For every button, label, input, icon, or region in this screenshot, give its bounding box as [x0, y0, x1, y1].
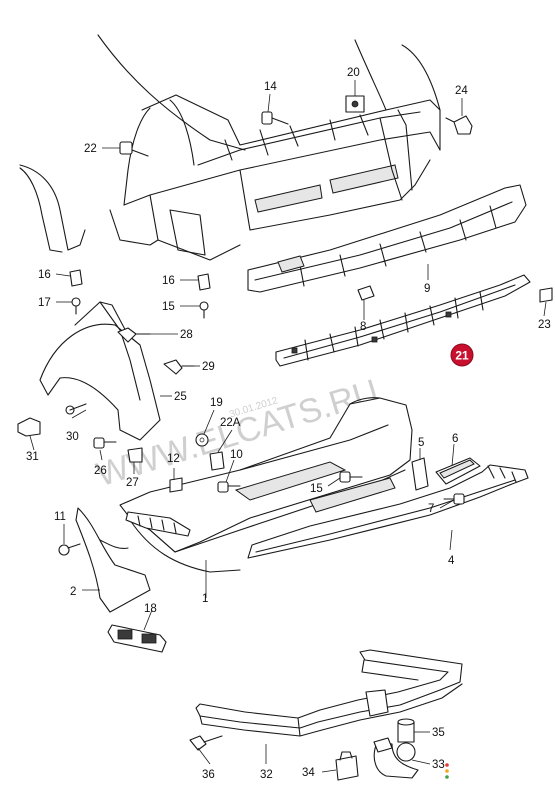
clip-part-16a	[69, 269, 83, 287]
clip-part-27	[127, 447, 143, 463]
callout-36: 36	[202, 769, 215, 781]
screw-part-15a	[199, 301, 209, 319]
clip-part-16b	[197, 273, 211, 291]
callout-11: 11	[54, 511, 66, 523]
callout-5: 5	[418, 437, 424, 449]
callout-29: 29	[202, 361, 215, 373]
callout-21-highlight[interactable]: 21	[450, 343, 474, 367]
callout-17: 17	[38, 297, 51, 309]
callout-32: 32	[260, 769, 273, 781]
bolt-part-26	[93, 437, 117, 449]
nut-part-12	[169, 477, 183, 493]
callout-7: 7	[428, 503, 434, 515]
callout-12: 12	[167, 453, 180, 465]
towball-part-33	[373, 737, 419, 779]
callout-28: 28	[180, 329, 193, 341]
washer-part-19	[195, 433, 209, 447]
nut-plate-part-20	[345, 95, 365, 113]
bolt-part-14	[261, 111, 289, 125]
callout-35: 35	[432, 727, 445, 739]
towbar-part-32	[195, 649, 463, 737]
nut-part-23	[539, 287, 553, 303]
cap-part-6	[435, 457, 481, 485]
clip-part-22a	[209, 451, 225, 471]
bolt-part-10	[217, 481, 241, 493]
callout-27: 27	[126, 477, 139, 489]
nut-part-24	[445, 115, 473, 135]
callout-25: 25	[174, 391, 187, 403]
leader-lines	[29, 80, 547, 773]
socket-part-34	[335, 751, 359, 781]
lower-trim-part-4	[247, 464, 529, 559]
callout-1: 1	[202, 593, 208, 605]
screw-part-15b	[339, 471, 363, 483]
fasteners	[17, 95, 553, 751]
bumper-carrier-part-9	[247, 184, 527, 293]
mudflap-part-2	[75, 507, 151, 613]
ball-cap-part-35	[397, 718, 415, 743]
callout-4: 4	[448, 555, 455, 567]
callout-15b: 15	[310, 483, 323, 495]
callout-14: 14	[264, 81, 277, 93]
callout-8: 8	[360, 321, 366, 333]
corner-marker	[445, 763, 449, 779]
wheel-liner-part-25	[39, 301, 161, 441]
screw-part-11	[58, 543, 81, 556]
screw-part-7	[443, 493, 465, 505]
highlight-badge[interactable]	[450, 343, 474, 367]
callout-6: 6	[452, 433, 458, 445]
pin-part-29	[163, 359, 195, 375]
callout-19: 19	[210, 397, 223, 409]
callout-34: 34	[302, 767, 315, 779]
callout-15a: 15	[162, 301, 175, 313]
callout-10: 10	[230, 449, 243, 461]
grommet-part-31	[17, 417, 41, 437]
callout-9: 9	[424, 283, 430, 295]
callout-labels: 14 20 24 22 16 17 16 15 28 29 25 30 31 2…	[26, 67, 551, 781]
callout-31: 31	[26, 451, 39, 463]
callout-22a: 22A	[220, 417, 241, 429]
callout-22: 22	[84, 143, 97, 155]
callout-30: 30	[66, 431, 79, 443]
callout-23: 23	[538, 319, 551, 331]
callout-20: 20	[347, 67, 360, 79]
plate-light-part-18	[107, 624, 167, 653]
pin-part-28	[117, 327, 151, 343]
callout-16a: 16	[38, 269, 51, 281]
screw-part-30	[65, 403, 87, 415]
callout-16b: 16	[162, 275, 175, 287]
callout-33: 33	[432, 759, 445, 771]
callout-24: 24	[455, 85, 468, 97]
rail-part-5	[411, 457, 429, 491]
guide-profile-part-21	[275, 274, 531, 367]
bumper-cover-part-1	[119, 397, 413, 573]
screw-part-17	[71, 297, 81, 315]
car-body-rear	[19, 34, 441, 261]
callout-21: 21	[455, 349, 469, 363]
nut-part-8	[357, 285, 375, 301]
bolt-part-36	[189, 735, 223, 751]
callout-2: 2	[70, 586, 76, 598]
bolt-part-22	[119, 141, 149, 157]
callout-18: 18	[144, 603, 157, 615]
callout-26: 26	[94, 465, 107, 477]
